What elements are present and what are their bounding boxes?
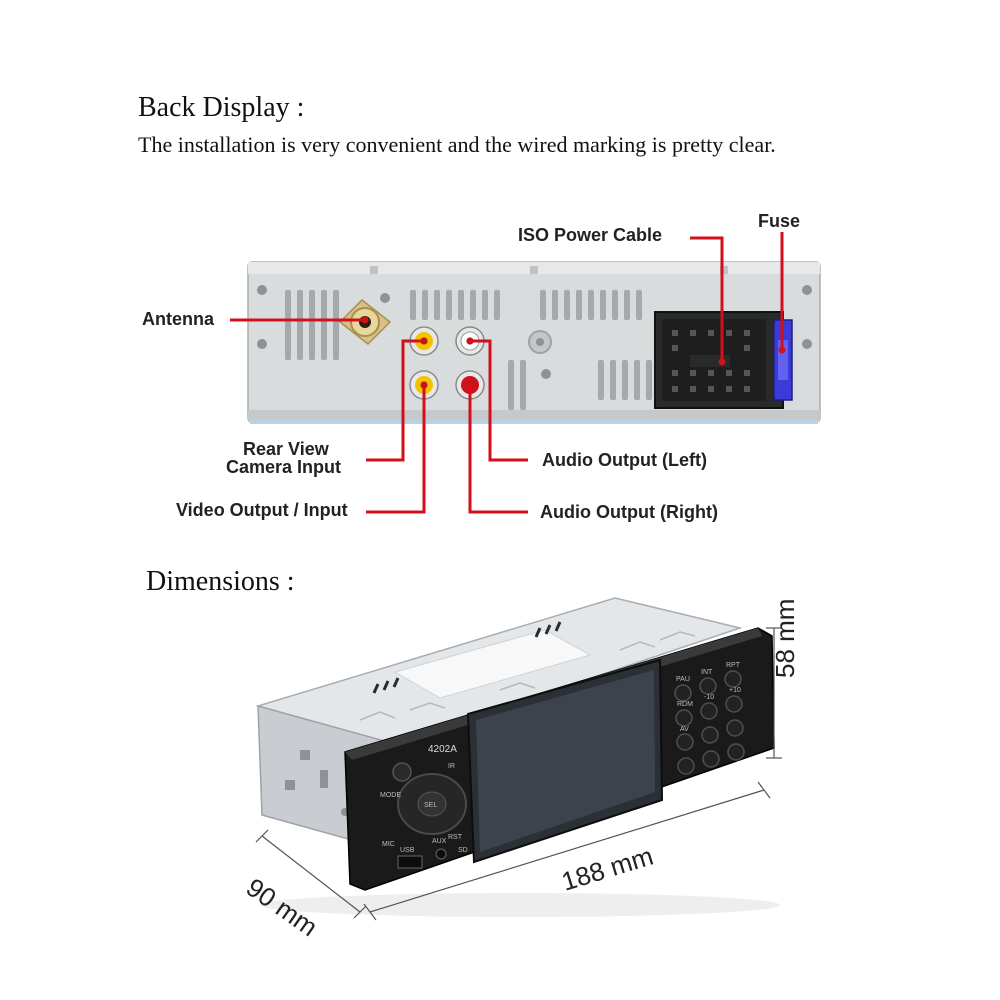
- svg-text:AV: AV: [680, 726, 689, 733]
- model-number: 4202A: [428, 744, 457, 755]
- svg-text:RDM: RDM: [677, 701, 693, 708]
- rear-view-label-line1: Rear View: [243, 439, 329, 459]
- svg-text:AUX: AUX: [432, 838, 447, 845]
- svg-text:IR: IR: [448, 763, 455, 770]
- back-panel-illustration: [230, 232, 821, 514]
- audio-right-label: Audio Output (Right): [540, 502, 718, 522]
- svg-text:RST: RST: [448, 834, 463, 841]
- dimensions-heading: Dimensions :: [146, 566, 295, 597]
- svg-text:MIC: MIC: [382, 841, 395, 848]
- height-dimension-label: 58 mm: [770, 598, 800, 678]
- antenna-label: Antenna: [142, 309, 214, 329]
- video-output-label: Video Output / Input: [176, 500, 348, 520]
- iso-power-cable-label: ISO Power Cable: [518, 225, 663, 245]
- svg-text:PAU: PAU: [676, 676, 690, 683]
- svg-text:SD: SD: [458, 847, 468, 854]
- svg-text:USB: USB: [400, 847, 415, 854]
- svg-text:SEL: SEL: [424, 802, 437, 809]
- svg-text:INT: INT: [701, 669, 713, 676]
- svg-text:-10: -10: [704, 694, 714, 701]
- rear-view-label-line2: Camera Input: [226, 457, 342, 477]
- svg-text:RPT: RPT: [726, 662, 741, 669]
- back-display-heading: Back Display :: [138, 92, 305, 123]
- svg-text:+10: +10: [729, 687, 741, 694]
- svg-text:MODE: MODE: [380, 792, 401, 799]
- audio-left-label: Audio Output (Left): [542, 450, 707, 470]
- iso-connector: [654, 311, 793, 409]
- fuse-label: Fuse: [758, 211, 801, 231]
- back-display-description: The installation is very convenient and …: [138, 132, 776, 157]
